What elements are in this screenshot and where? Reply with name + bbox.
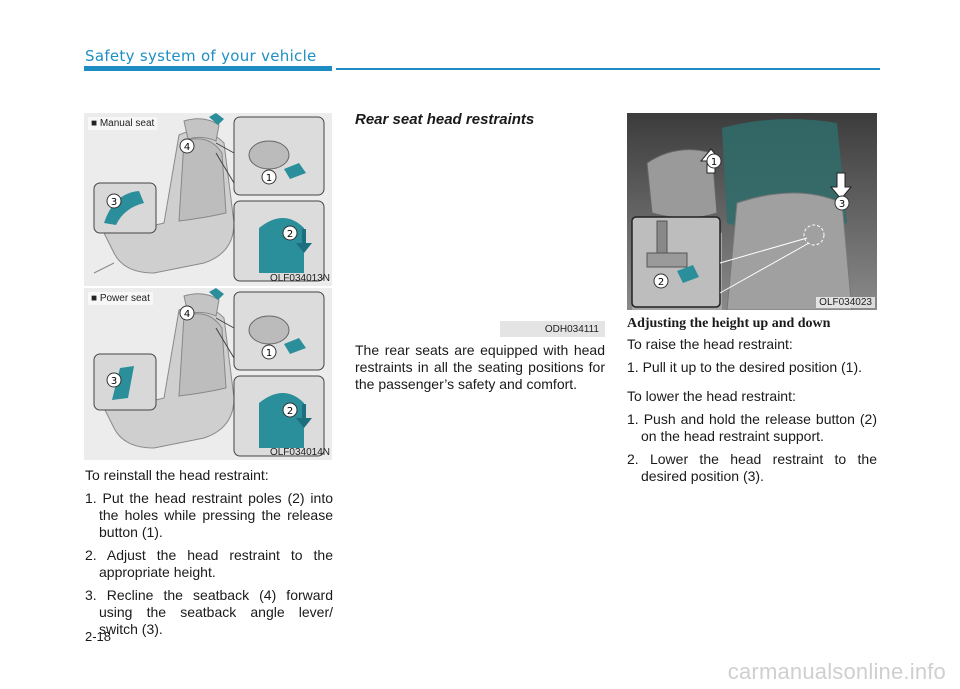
power-seat-illustration: 4 1 2 3	[84, 288, 332, 460]
manual-seat-caption: ■ Manual seat	[88, 117, 158, 130]
middle-column-text: The rear seats are equipped with head re…	[355, 342, 605, 399]
reinstall-intro: To reinstall the head restraint:	[85, 467, 269, 483]
manual-seat-figure-code: OLF034013N	[269, 273, 330, 284]
callout-2: 2	[287, 406, 293, 417]
power-seat-caption: ■ Power seat	[88, 292, 153, 305]
raise-step-1: 1. Pull it up to the desired position (1…	[627, 359, 863, 375]
rear-photo-figure-code: OLF034023	[816, 297, 875, 308]
callout-4: 4	[184, 142, 190, 153]
page-number: 2-18	[85, 629, 112, 644]
manual-seat-figure: 4 1 2 3 ■ Manual seat OLF034013N	[84, 113, 332, 286]
adjusting-height-title: Adjusting the height up and down	[627, 316, 831, 331]
power-seat-figure-code: OLF034014N	[269, 447, 330, 458]
header-rule-thick	[84, 66, 332, 71]
raise-intro: To raise the head restraint:	[627, 336, 793, 352]
lower-intro: To lower the head restraint:	[627, 388, 796, 404]
rear-seat-paragraph: The rear seats are equipped with head re…	[355, 342, 605, 392]
section-header-title: Safety system of your vehicle	[85, 47, 317, 65]
lower-step-1: 1. Push and hold the release button (2) …	[627, 411, 877, 444]
callout-3: 3	[111, 376, 117, 387]
callout-1: 1	[266, 348, 272, 359]
callout-2: 2	[287, 229, 293, 240]
power-seat-figure: 4 1 2 3 ■ Power seat OLF034014N	[84, 288, 332, 460]
lower-steps: 1. Push and hold the release button (2) …	[627, 411, 877, 485]
rear-head-restraint-illustration: 1 2 3	[627, 113, 877, 310]
reinstall-steps: 1. Put the head restraint poles (2) into…	[85, 490, 333, 638]
reinstall-step-3: 3. Recline the seatback (4) forward usin…	[85, 587, 333, 637]
callout-2: 2	[658, 277, 664, 288]
right-column-text: To raise the head restraint: 1. Pull it …	[627, 336, 877, 491]
lower-step-2: 2. Lower the head restraint to the desir…	[627, 451, 877, 484]
callout-3: 3	[111, 197, 117, 208]
header-rule-thin	[336, 68, 880, 70]
callout-1: 1	[711, 157, 717, 168]
rear-head-restraint-figure: 1 2 3 OLF034023	[627, 113, 877, 310]
rear-seat-section-title: Rear seat head restraints	[355, 111, 535, 128]
callout-1: 1	[266, 173, 272, 184]
reinstall-step-2: 2. Adjust the head restraint to the appr…	[85, 547, 333, 580]
rear-text-figure-code: ODH034111	[500, 321, 605, 337]
left-column-text: To reinstall the head restraint: 1. Put …	[85, 467, 333, 644]
callout-4: 4	[184, 309, 190, 320]
raise-steps: 1. Pull it up to the desired position (1…	[627, 359, 877, 376]
callout-3: 3	[839, 199, 845, 210]
manual-seat-illustration: 4 1 2 3	[84, 113, 332, 286]
watermark: carmanualsonline.info	[727, 659, 946, 684]
reinstall-step-1: 1. Put the head restraint poles (2) into…	[85, 490, 333, 540]
